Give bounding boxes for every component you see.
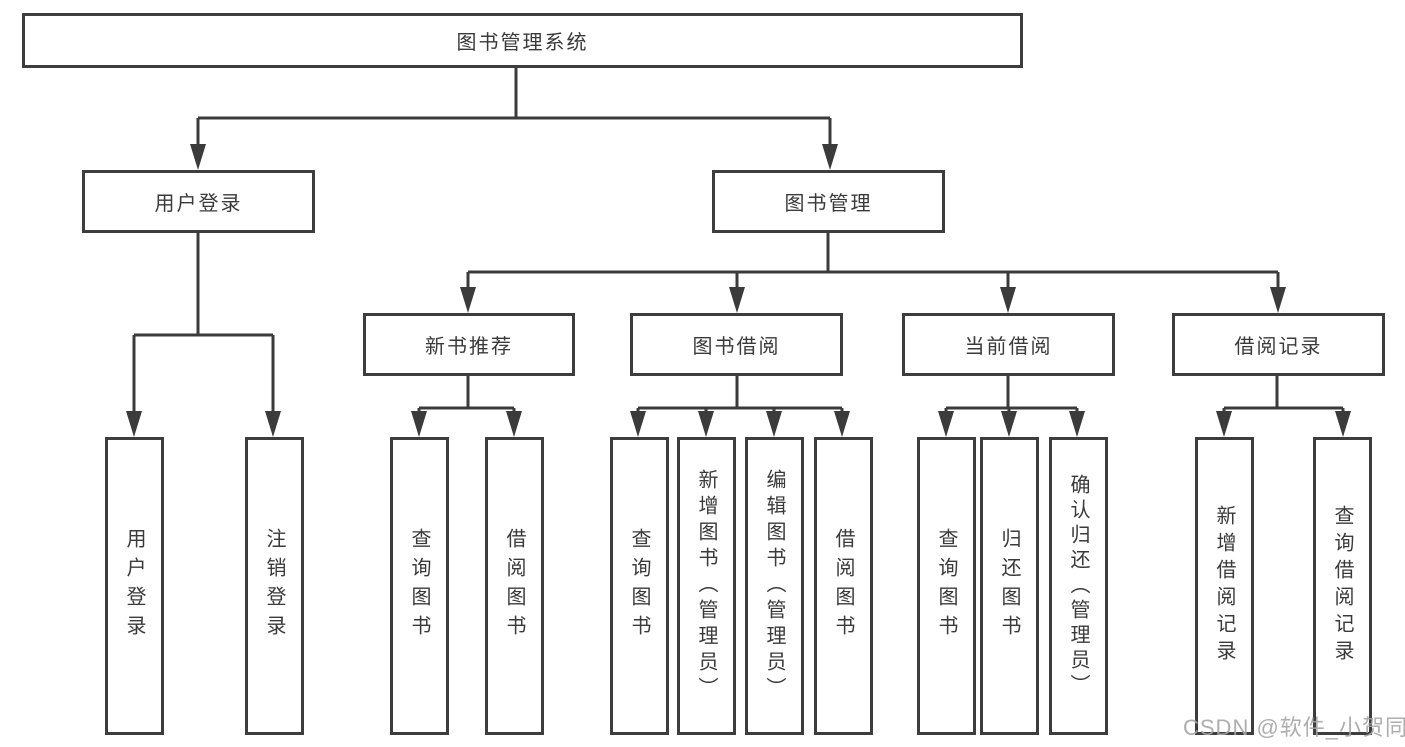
node-book-management: 图书管理 — [712, 170, 945, 233]
leaf-borrowing-query-books: 查询图书 — [610, 437, 669, 735]
leaf-borrowing-add-books-admin: 新增图书（管理员） — [677, 437, 736, 735]
leaf-user-login: 用户登录 — [105, 437, 164, 735]
leaf-current-confirm-return-admin: 确认归还（管理员） — [1049, 437, 1108, 735]
leaf-records-query-borrow-record: 查询借阅记录 — [1313, 437, 1372, 735]
leaf-logout: 注销登录 — [245, 437, 304, 735]
leaf-newbooks-query-books: 查询图书 — [390, 437, 449, 735]
leaf-records-add-borrow-record: 新增借阅记录 — [1195, 437, 1254, 735]
leaf-borrowing-edit-books-admin: 编辑图书（管理员） — [745, 437, 804, 735]
leaf-newbooks-borrow-books: 借阅图书 — [485, 437, 544, 735]
node-current-borrowing: 当前借阅 — [902, 313, 1115, 376]
node-root-library-management-system: 图书管理系统 — [22, 13, 1023, 68]
arrowheads — [126, 144, 1351, 437]
leaf-current-return-books: 归还图书 — [980, 437, 1039, 735]
csdn-watermark: CSDN @软件_小贺同学 — [1183, 715, 1405, 740]
node-borrowing-records: 借阅记录 — [1172, 313, 1385, 376]
node-user-login: 用户登录 — [82, 170, 315, 233]
node-new-book-recommendation: 新书推荐 — [363, 313, 575, 376]
leaf-borrowing-borrow-books: 借阅图书 — [814, 437, 873, 735]
leaf-current-query-books: 查询图书 — [917, 437, 976, 735]
node-book-borrowing: 图书借阅 — [630, 313, 843, 376]
